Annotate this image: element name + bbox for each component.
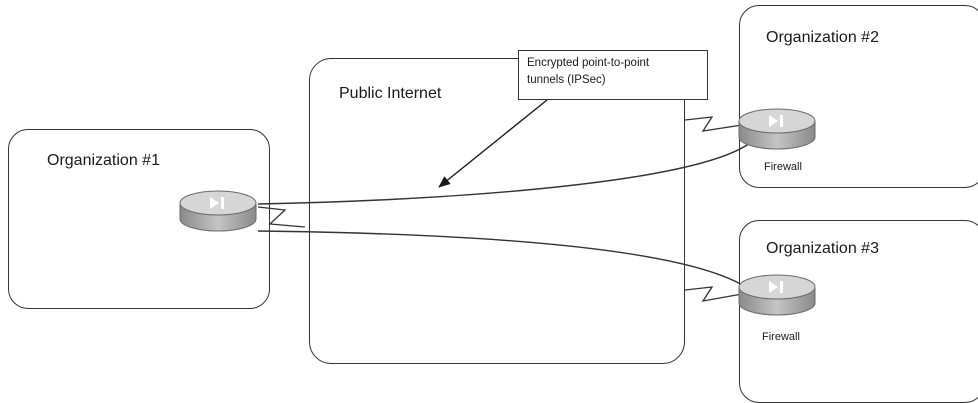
firewall-label-org2: Firewall	[764, 161, 802, 173]
public-internet-box: Public Internet	[309, 58, 685, 364]
organization-3-title: Organization #3	[766, 240, 879, 257]
organization-2-box: Organization #2	[739, 5, 978, 188]
callout-arrow	[438, 99, 548, 188]
serial-link-org3	[684, 286, 743, 302]
firewall-router-icon	[737, 104, 817, 154]
callout-line-2: tunnels (IPSec)	[527, 74, 606, 86]
organization-1-title: Organization #1	[47, 152, 160, 169]
firewall-label-org3: Firewall	[762, 331, 800, 343]
ipsec-callout: Encrypted point-to-point tunnels (IPSec)	[518, 50, 708, 100]
callout-line-1: Encrypted point-to-point	[527, 57, 650, 69]
firewall-router-icon	[737, 270, 817, 320]
router-icon	[178, 186, 258, 236]
organization-2-title: Organization #2	[766, 29, 879, 46]
public-internet-title: Public Internet	[339, 85, 442, 102]
serial-link-org1	[257, 206, 306, 228]
serial-link-org2	[684, 116, 743, 132]
tunnel-to-org3	[257, 230, 754, 293]
tunnel-to-org2	[257, 142, 751, 205]
